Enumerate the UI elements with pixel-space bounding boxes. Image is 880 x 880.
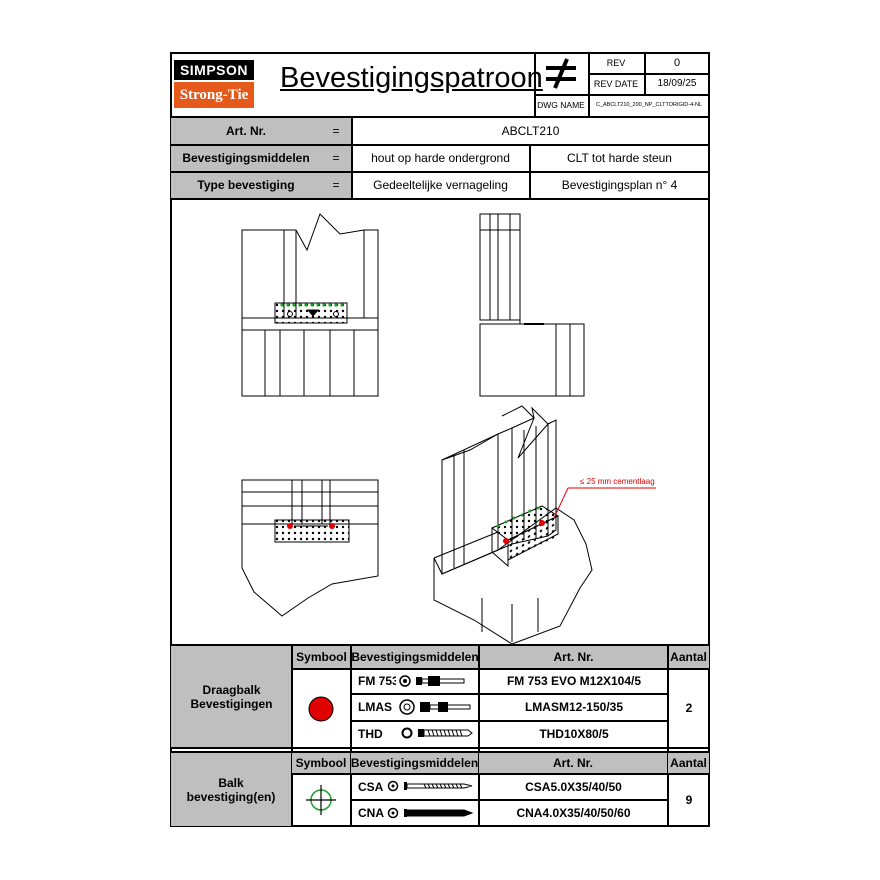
nail-icon (387, 807, 474, 819)
table2-col-art: Art. Nr. (479, 753, 667, 773)
art-eq: = (321, 118, 351, 144)
divider (351, 799, 668, 801)
table2-group-line2: bevestiging(en) (186, 789, 276, 804)
means-eq: = (321, 145, 351, 171)
art-label: Art. Nr. (171, 118, 321, 144)
art-value: ABCLT210 (501, 124, 560, 138)
divider (292, 773, 710, 775)
not-equal-icon (546, 58, 576, 89)
table1-row1-code: FM 753 (358, 674, 396, 688)
strong-tie-logo: Strong-Tie (174, 82, 254, 108)
table1-col-qty: Aantal (668, 646, 709, 668)
logo-text-bottom: Strong-Tie (179, 86, 249, 103)
table2-row1-code: CSA (358, 779, 384, 794)
divider (170, 198, 710, 200)
divider (350, 645, 352, 826)
means-label: Bevestigingsmiddelen (171, 145, 321, 171)
table1-row1-art: FM 753 EVO M12X104/5 (506, 674, 642, 688)
divider (170, 747, 710, 749)
anchor-bolt-icon (399, 699, 471, 715)
type-value-left: Gedeeltelijke vernageling (373, 178, 508, 192)
simpson-logo: SIMPSON (174, 60, 254, 80)
nail-marks (280, 303, 344, 307)
dwg-name-label: DWG NAME (537, 100, 585, 110)
table1-col-symbol: Symbool (292, 646, 351, 668)
drawing-sheet (170, 52, 710, 827)
divider (291, 645, 293, 826)
divider (529, 144, 531, 199)
divider (170, 116, 710, 118)
crosshair-circle-icon (306, 785, 336, 815)
table1-group-line1: Draagbalk (202, 682, 261, 697)
table1-row2-code: LMAS (358, 700, 392, 714)
side-view (479, 213, 585, 397)
divider (588, 73, 710, 75)
divider (292, 668, 710, 670)
divider (534, 94, 710, 96)
means-value-right: CLT tot harde steun (567, 151, 672, 165)
divider (170, 644, 710, 646)
divider (534, 52, 536, 116)
table1-group-line2: Bevestigingen (190, 696, 273, 711)
table2-col-means: Bevestigingsmiddelen (351, 753, 478, 773)
rev-date-value: 18/09/25 (657, 78, 697, 89)
rev-value: 0 (673, 56, 681, 69)
table2-qty: 9 (685, 793, 693, 807)
dwg-name-value: C_ABCLT210_200_NP_CLTTORIGID-4-NL (595, 102, 703, 108)
concrete-screw-icon (401, 727, 473, 739)
table1-row2-art: LMASM12-150/35 (524, 700, 624, 714)
divider (351, 720, 669, 722)
table2-group-label: Balk bevestiging(en) (171, 753, 291, 826)
table1-col-means: Bevestigingsmiddelen (351, 646, 479, 668)
means-value-left: hout op harde ondergrond (371, 151, 510, 165)
plan-view (241, 479, 379, 617)
table2-group-line1: Balk (218, 775, 244, 790)
divider (351, 693, 669, 695)
cementlaag-label: ≤ 25 mm cementlaag (580, 477, 655, 486)
divider (667, 645, 669, 826)
page-title: Bevestigingspatroon (280, 62, 543, 94)
divider (351, 117, 353, 199)
table2-row2-code: CNA (358, 806, 384, 820)
divider (170, 751, 710, 753)
table2-col-qty: Aantal (668, 753, 709, 773)
logo-text-top: SIMPSON (179, 62, 249, 78)
table1-qty: 2 (685, 701, 693, 715)
table2-col-symbol: Symbool (292, 753, 350, 773)
type-eq: = (321, 172, 351, 198)
divider (170, 144, 710, 146)
table2-row2-art: CNA4.0X35/40/50/60 (516, 806, 631, 820)
type-label: Type bevestiging (171, 172, 321, 198)
table1-col-art: Art. Nr. (479, 646, 668, 668)
screw-icon (387, 780, 473, 792)
cementlaag-annotation: ≤ 25 mm cementlaag (553, 477, 656, 519)
divider (478, 645, 480, 826)
drawing-area: ≤ 25 mm cementlaag (241, 213, 656, 644)
anchor-bolt-icon (399, 675, 465, 687)
table1-row3-code: THD (358, 726, 383, 741)
isometric-view (433, 405, 593, 644)
divider (170, 171, 710, 173)
divider (588, 52, 590, 116)
table2-row1-art: CSA5.0X35/40/50 (525, 779, 622, 794)
rev-label: REV (606, 57, 626, 68)
table1-row3-art: THD10X80/5 (539, 726, 609, 741)
rev-date-label: REV DATE (593, 78, 639, 89)
type-value-right: Bevestigingsplan n° 4 (561, 178, 678, 192)
red-dot-icon (308, 696, 334, 722)
front-view (241, 213, 379, 397)
table1-group-label: Draagbalk Bevestigingen (171, 646, 292, 747)
